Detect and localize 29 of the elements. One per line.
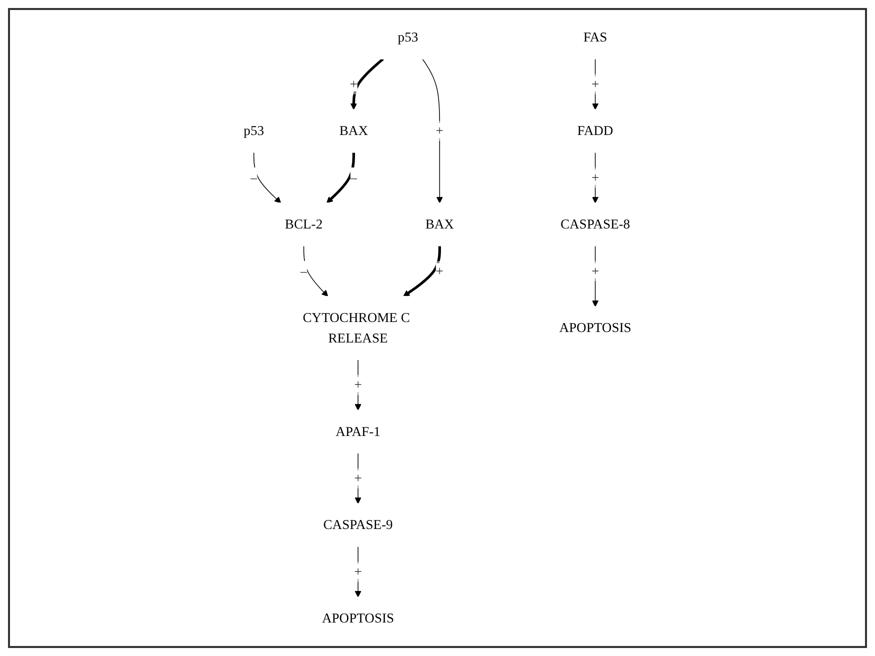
node-text: CASPASE-9 xyxy=(323,517,393,532)
edge-label: + xyxy=(354,376,362,392)
edge-label: + xyxy=(354,470,362,486)
edge-label: + xyxy=(350,76,358,92)
node-text: CASPASE-8 xyxy=(560,216,630,232)
edge-label: + xyxy=(591,170,600,185)
node-text: p53 xyxy=(244,123,264,138)
edge-label: – xyxy=(300,263,308,278)
edge-label: + xyxy=(591,263,600,278)
arrow xyxy=(326,152,356,204)
edge-label: – xyxy=(250,170,258,185)
node-text: p53 xyxy=(398,30,418,45)
arrow xyxy=(303,245,328,297)
node-text: CYTOCHROME C RELEASE xyxy=(302,310,410,346)
edge-label: + xyxy=(354,564,362,579)
node-text: APOPTOSIS xyxy=(559,320,632,336)
arrow xyxy=(253,152,282,204)
edge-label: + xyxy=(591,76,600,92)
edge-label: + xyxy=(436,123,444,138)
node-text: BAX xyxy=(425,216,454,232)
arrow xyxy=(403,246,441,297)
node-text: BCL-2 xyxy=(284,216,323,232)
node-text: FADD xyxy=(577,123,614,138)
edge-label: + xyxy=(436,263,444,278)
edge-label: – xyxy=(350,170,358,185)
node-text: APAF-1 xyxy=(336,424,380,439)
node-text: FAS xyxy=(583,30,608,45)
node-text: APOPTOSIS xyxy=(322,610,394,626)
node-text: BAX xyxy=(339,123,368,138)
